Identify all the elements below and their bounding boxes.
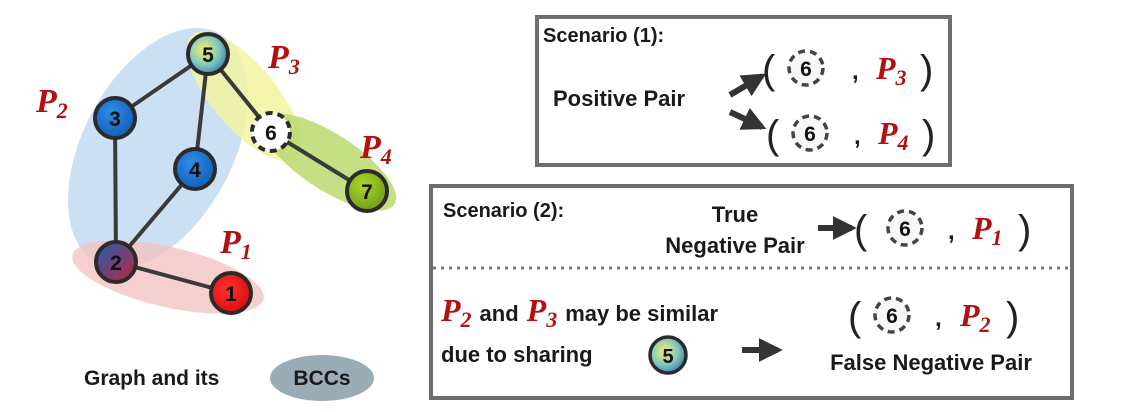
graph-caption: Graph and its xyxy=(84,367,219,390)
svg-text:7: 7 xyxy=(361,181,373,204)
bcc-badge xyxy=(270,355,374,401)
svg-text:2: 2 xyxy=(110,252,122,275)
svg-text:,: , xyxy=(852,58,859,85)
svg-text:P4: P4 xyxy=(877,115,909,155)
true-label-line2: Negative Pair xyxy=(665,233,805,258)
false-negative-label: False Negative Pair xyxy=(830,350,1032,375)
arrow-to-p3 xyxy=(728,73,767,98)
svg-text:5: 5 xyxy=(202,44,214,67)
graph-node-3: 3 xyxy=(93,96,137,140)
svg-text:6: 6 xyxy=(804,123,816,146)
svg-text:P1: P1 xyxy=(971,210,1003,250)
pair-node-6 xyxy=(791,114,829,152)
scenario2-box xyxy=(429,184,1074,400)
shared-node-5: 5 xyxy=(648,335,688,375)
edge-3-2 xyxy=(113,116,118,264)
svg-text:5: 5 xyxy=(662,346,673,368)
scenario1-panel: Scenario (1): Positive Pair ( 6 , P3 ) (… xyxy=(535,15,952,167)
scenario1-title: Scenario (1): xyxy=(543,25,664,47)
svg-text:P2: P2 xyxy=(959,297,991,337)
graph-node-4: 4 xyxy=(173,147,217,191)
pair-6-p2: ( 6 , P2 ) xyxy=(848,295,1019,339)
svg-text:): ) xyxy=(1006,295,1019,339)
arrow-to-p4 xyxy=(728,107,767,130)
graph-node-5: 5 xyxy=(186,32,230,76)
scenario2-title: Scenario (2): xyxy=(443,200,564,222)
svg-text:): ) xyxy=(920,48,933,92)
pair-6-p1: ( 6 , P1 ) xyxy=(854,208,1031,252)
scenario2-panel: Scenario (2): True Negative Pair ( 6 , P… xyxy=(429,184,1074,400)
pair-node-6 xyxy=(886,209,924,247)
svg-text:(: ( xyxy=(854,208,868,252)
graph-panel: 5 3 4 6 7 2 1 P2 P3 P4 P1 xyxy=(35,27,397,401)
pair-6-p4: ( 6 , P4 ) xyxy=(766,113,935,157)
svg-text:4: 4 xyxy=(189,159,201,182)
svg-text:,: , xyxy=(935,305,942,332)
label-p1: P1 xyxy=(219,224,252,264)
graph-node-7: 7 xyxy=(345,169,389,213)
svg-text:1: 1 xyxy=(225,283,237,306)
graph-node-2: 2 xyxy=(94,240,138,284)
svg-text:(: ( xyxy=(766,113,780,157)
svg-text:6: 6 xyxy=(800,58,812,81)
true-label-line1: True xyxy=(712,202,758,227)
pair-6-p3: ( 6 , P3 ) xyxy=(762,48,933,92)
graph-node-1: 1 xyxy=(209,271,253,315)
pair-node-6 xyxy=(873,296,911,334)
svg-text:): ) xyxy=(922,113,935,157)
svg-text:6: 6 xyxy=(265,122,277,145)
graph-node-6: 6 xyxy=(250,111,292,153)
svg-text:(: ( xyxy=(848,295,862,339)
positive-pair-label: Positive Pair xyxy=(553,86,686,111)
sharing-text: due to sharing xyxy=(441,342,593,367)
svg-text:,: , xyxy=(948,218,955,245)
svg-text:6: 6 xyxy=(886,305,898,328)
label-p4: P4 xyxy=(359,129,392,169)
svg-text:P3: P3 xyxy=(875,50,907,90)
svg-text:3: 3 xyxy=(109,108,121,131)
label-p3: P3 xyxy=(267,39,300,79)
svg-text:(: ( xyxy=(762,48,776,92)
svg-text:,: , xyxy=(854,123,861,150)
svg-text:6: 6 xyxy=(899,218,911,241)
label-p2: P2 xyxy=(35,83,68,123)
svg-text:): ) xyxy=(1018,208,1031,252)
bcc-badge-label: BCCs xyxy=(293,367,350,390)
pair-node-6 xyxy=(787,49,825,87)
